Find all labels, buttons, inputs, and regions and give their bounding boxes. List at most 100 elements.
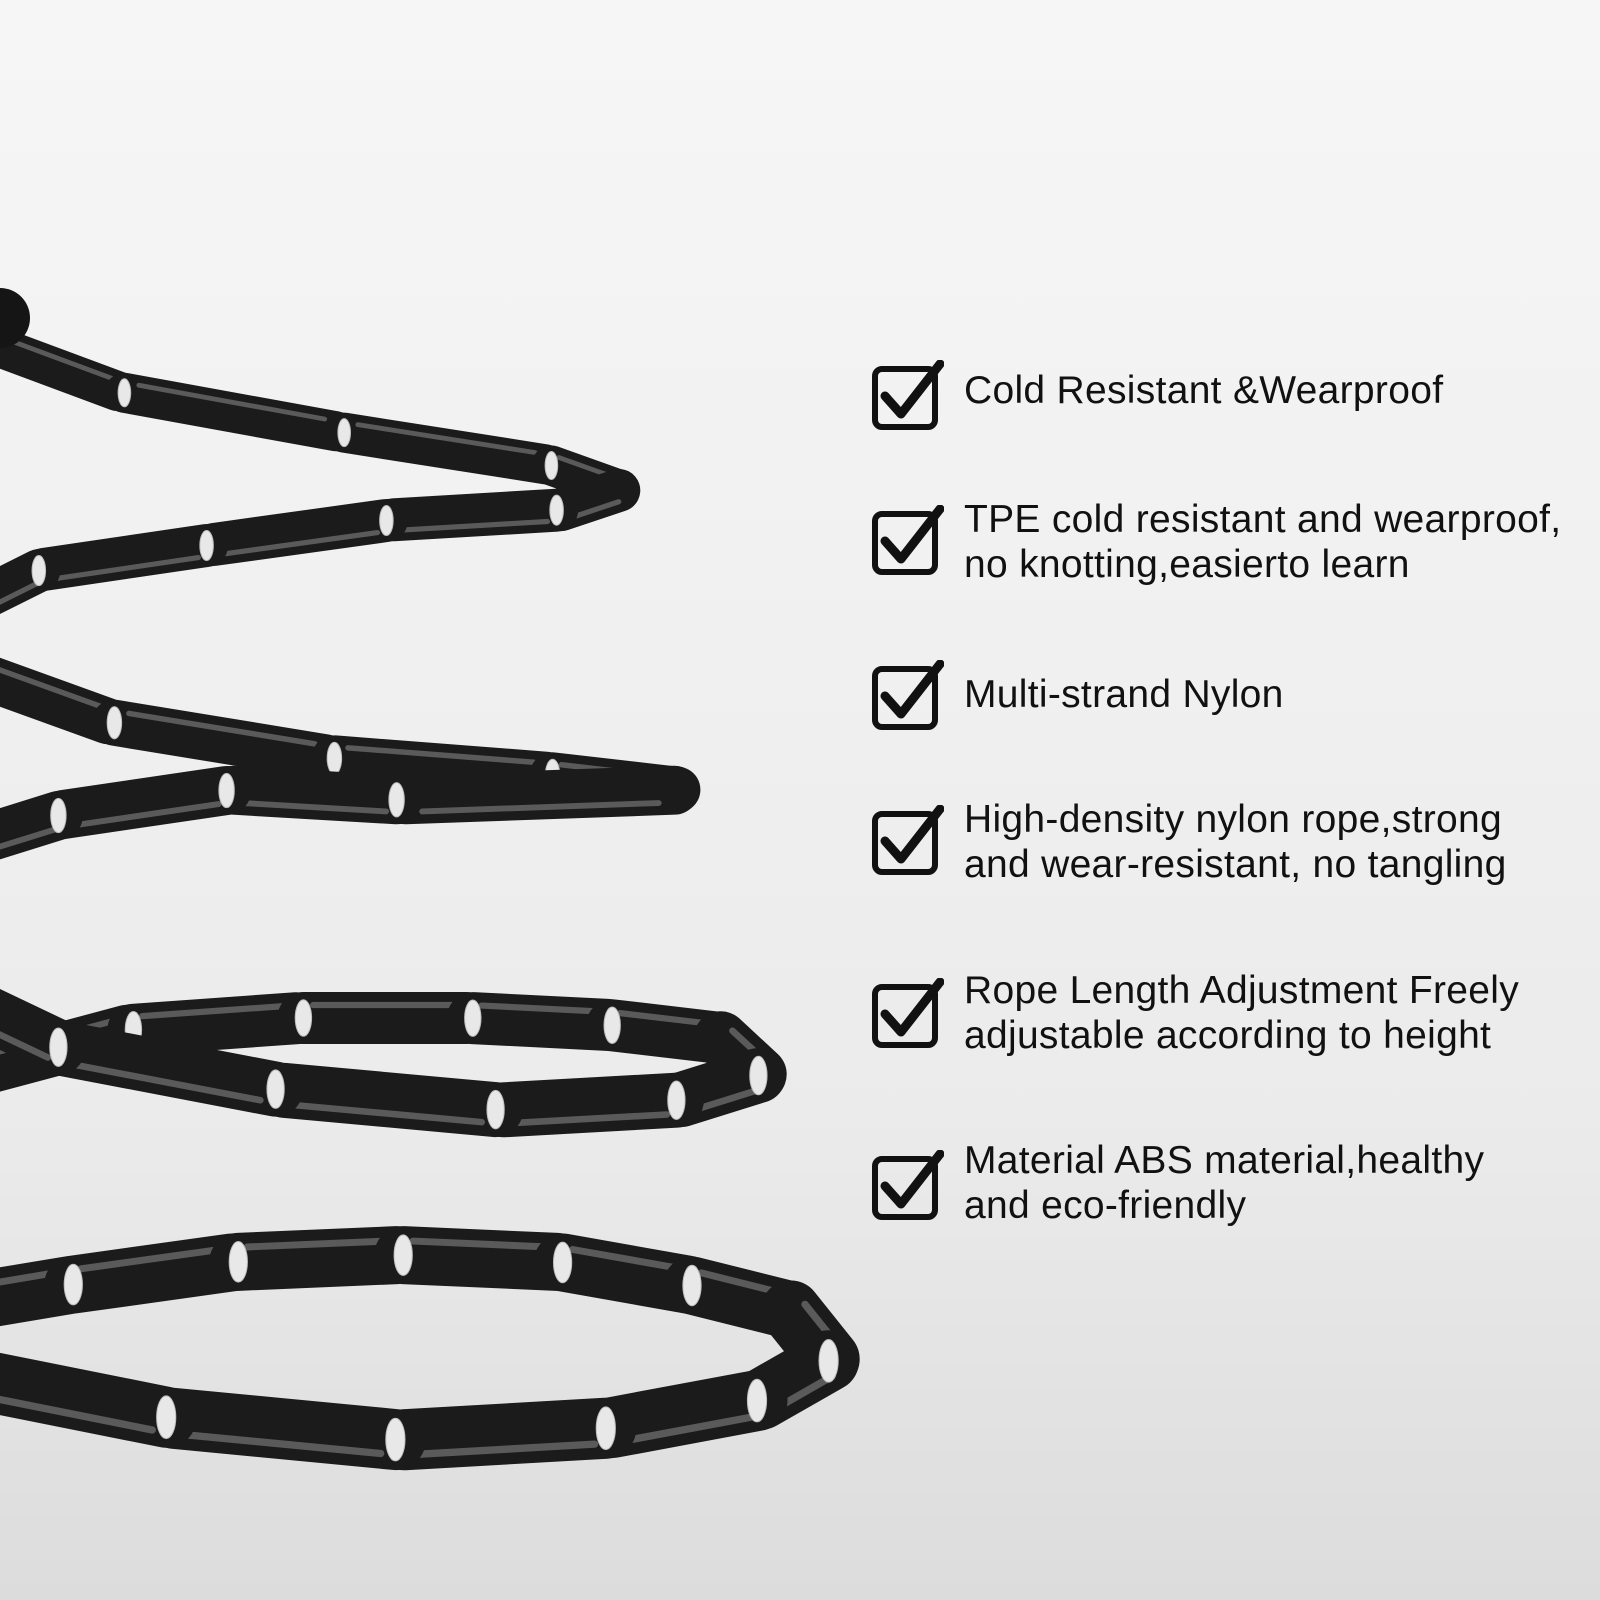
rope-joint: [388, 782, 405, 818]
feature-text-line-2: adjustable according to height: [964, 1014, 1492, 1057]
rope-segment-sheen: [126, 710, 318, 747]
feature-text-line-2: no knotting,easierto learn: [964, 543, 1410, 586]
rope-segment-sheen: [345, 745, 537, 765]
rope-segment-sheen: [401, 518, 551, 533]
rope-joint: [595, 1406, 616, 1451]
rope-joint: [749, 1055, 768, 1096]
rope-segment-sheen: [478, 1002, 603, 1015]
rope-joint: [50, 797, 67, 834]
feature-text: Multi-strand Nylon: [964, 673, 1284, 716]
rope-coils: [0, 288, 860, 1471]
rope-segment: [0, 326, 138, 411]
rope-joint: [682, 1264, 702, 1307]
rope-segment-sheen: [0, 667, 107, 711]
feature-text-line-1: High-density nylon rope,strong: [964, 798, 1502, 841]
rope-joint: [379, 504, 394, 537]
rope-segment: [91, 699, 349, 781]
rope-segment: [256, 1062, 524, 1138]
rope-joint: [294, 999, 313, 1037]
rope-segment-sheen: [409, 1237, 552, 1251]
feature-text-line-2: and eco-friendly: [964, 1184, 1247, 1227]
rope-segment: [36, 1021, 304, 1117]
rope-segment-sheen: [52, 554, 201, 582]
rope-segment-sheen: [511, 1111, 671, 1127]
rope-segment: [107, 992, 323, 1056]
rope-segment-sheen: [0, 579, 43, 605]
rope-joint: [385, 1417, 406, 1462]
rope-segment-sheen: [419, 800, 662, 815]
rope-segment-sheen: [292, 1101, 485, 1126]
rope-segment: [371, 488, 579, 542]
rope-segment-sheen: [0, 1395, 156, 1434]
rope-segment-sheen: [243, 1237, 391, 1251]
rope-segment: [0, 989, 86, 1075]
rope-joint: [818, 1338, 839, 1383]
checkbox-checked-icon: [872, 1150, 944, 1220]
rope-joint: [549, 494, 564, 526]
rope-segment: [0, 657, 131, 745]
rope-segment: [38, 766, 252, 839]
rope-segment: [0, 1352, 197, 1448]
rope-joint: [218, 772, 235, 809]
checkbox-checked-icon: [872, 805, 944, 875]
feature-text-line-1: TPE cold resistant and wearproof,: [964, 498, 1562, 541]
rope-segment-sheen: [355, 422, 538, 455]
rope-joint: [603, 1006, 621, 1044]
rope-segment-sheen: [72, 801, 222, 829]
rope-segment: [0, 791, 83, 860]
rope-segment: [192, 499, 408, 566]
rope-segment: [324, 412, 566, 485]
rope-joint: [31, 555, 47, 587]
rope-segment: [446, 992, 634, 1051]
rope-segment: [582, 1370, 788, 1458]
rope-joint: [106, 706, 123, 740]
rope-segment: [209, 1226, 426, 1291]
rope-joint: [464, 999, 482, 1037]
rope-segment: [381, 765, 699, 825]
rope-segment: [0, 549, 61, 615]
checkbox-checked-icon: [872, 505, 944, 575]
rope-segment: [476, 1072, 704, 1138]
rope-joint: [746, 1378, 768, 1423]
rope-segment: [44, 1233, 261, 1314]
rope-segment-sheen: [71, 1061, 264, 1104]
rope-segment-sheen: [136, 382, 328, 422]
rope-handle: [0, 288, 30, 348]
rope-joint: [326, 741, 343, 775]
rope-segment: [21, 524, 229, 591]
rope-joint: [337, 418, 352, 448]
rope-joint: [199, 529, 214, 562]
rope-joint: [156, 1395, 177, 1440]
rope-segment-sheen: [413, 1440, 599, 1458]
rope-joint: [486, 1089, 505, 1130]
rope-segment-sheen: [182, 1431, 385, 1458]
feature-text-line-1: Rope Length Adjustment Freely: [964, 969, 1520, 1012]
feature-text-line-1: Material ABS material,healthy: [964, 1139, 1485, 1182]
rope-segment-sheen: [222, 530, 381, 557]
rope-segment-sheen: [616, 1009, 717, 1028]
rope-segment: [208, 765, 422, 825]
feature-text-line-2: and wear-resistant, no tangling: [964, 843, 1507, 886]
rope-segment-sheen: [569, 1246, 686, 1273]
checkbox-checked-icon: [872, 660, 944, 730]
rope-segment-sheen: [139, 1002, 290, 1020]
rope-joint: [49, 1027, 68, 1067]
feature-text: Cold Resistant &Wearproof: [964, 369, 1444, 412]
coiled-rope-image: [0, 288, 860, 1471]
rope-joint: [228, 1241, 248, 1283]
rope-segment-sheen: [0, 1031, 52, 1061]
rope-segment: [374, 1226, 586, 1291]
rope-segment: [144, 1387, 426, 1471]
checkbox-checked-icon: [872, 360, 944, 430]
rope-joint: [393, 1234, 413, 1276]
rope-joint: [667, 1080, 686, 1120]
feature-list: Cold Resistant &Wearproof TPE cold resis…: [872, 0, 1592, 1600]
rope-joint: [266, 1069, 285, 1109]
rope-joint: [63, 1263, 83, 1306]
rope-segment: [373, 1397, 637, 1471]
rope-joint: [544, 451, 559, 480]
rope-segment-sheen: [620, 1413, 755, 1445]
rope-segment-sheen: [0, 825, 61, 850]
rope-joint: [552, 1241, 573, 1284]
rope-segment-sheen: [77, 1245, 224, 1273]
